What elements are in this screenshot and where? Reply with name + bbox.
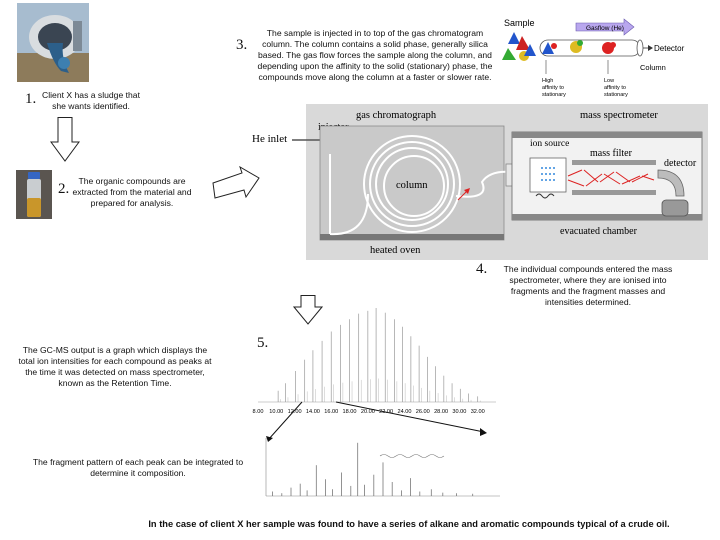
chromatogram-tick-label: 32.00 xyxy=(471,409,485,415)
step-4-text: The individual compounds entered the mas… xyxy=(503,264,673,307)
mass-spectrum xyxy=(265,438,500,497)
step-3-number: 3. xyxy=(236,37,248,53)
fragment-text: The fragment pattern of each peak can be… xyxy=(32,457,244,478)
ion-source-dots xyxy=(541,167,555,181)
down-arrow-1 xyxy=(50,117,80,162)
ion-source-label: ion source xyxy=(530,139,569,149)
conclusion-text: In the case of client X her sample was f… xyxy=(148,519,670,529)
chromatogram-tick-label: 24.00 xyxy=(397,409,411,415)
ms-label: mass spectrometer xyxy=(580,110,658,121)
chromatogram-tick-label: 28.00 xyxy=(434,409,448,415)
schematic-sample-label: Sample xyxy=(504,18,535,28)
gcms-output-text: The GC-MS output is a graph which displa… xyxy=(18,345,212,388)
chromatogram-tick-label: 18.00 xyxy=(343,409,357,415)
step-4-number: 4. xyxy=(476,261,488,277)
evacuated-chamber-label: evacuated chamber xyxy=(560,226,638,237)
chromatogram-tick-label: 14.00 xyxy=(306,409,320,415)
chromatogram-peaks xyxy=(277,308,481,402)
chromatogram: 8.0010.0012.0014.0016.0018.0020.0022.002… xyxy=(253,308,496,415)
spectrum-annotation-wave xyxy=(379,454,445,458)
gc-label: gas chromatograph xyxy=(356,110,437,121)
chromatogram-tick-label: 8.00 xyxy=(253,409,264,415)
chromatogram-tick-label: 30.00 xyxy=(452,409,466,415)
chromatogram-tick-label: 16.00 xyxy=(324,409,338,415)
ion-source-line: ion source xyxy=(530,139,569,149)
vial-photo xyxy=(16,170,52,219)
schematic-detector-label: Detector xyxy=(654,44,685,53)
step-5-number: 5. xyxy=(257,335,269,351)
mass-filter-label: mass filter xyxy=(590,148,633,159)
column-schematic: Sample Gasflow (He) Detector Column High… xyxy=(502,18,685,98)
step-2-text: The organic compounds are extracted from… xyxy=(72,176,192,208)
down-arrow-2 xyxy=(293,295,323,325)
right-arrow xyxy=(212,166,260,199)
zoom-connector-lines xyxy=(266,401,487,442)
heated-oven-label: heated oven xyxy=(370,245,421,256)
step-2-number: 2. xyxy=(58,181,70,197)
schematic-gasflow-label: Gasflow (He) xyxy=(586,25,624,32)
sludge-photo xyxy=(17,3,89,82)
chromatogram-tick-label: 10.00 xyxy=(269,409,283,415)
chromatogram-tick-label: 26.00 xyxy=(416,409,430,415)
chromatogram-tick-label: 12.00 xyxy=(288,409,302,415)
he-inlet-label: He inlet xyxy=(252,133,287,145)
detector-label: detector xyxy=(664,158,697,169)
ion-beam xyxy=(567,169,655,187)
gcms-instrument: gas chromatograph mass spectrometer He i… xyxy=(252,104,708,260)
spectrum-bars xyxy=(272,442,474,496)
step-1-text: Client X has a sludge that she wants ide… xyxy=(42,90,140,111)
step-3-text: The sample is injected in to top of the … xyxy=(257,28,493,82)
column-label: column xyxy=(396,180,428,191)
chromatogram-tick-label: 20.00 xyxy=(361,409,375,415)
step-1-number: 1. xyxy=(25,91,37,107)
schematic-column-label: Column xyxy=(640,63,666,72)
